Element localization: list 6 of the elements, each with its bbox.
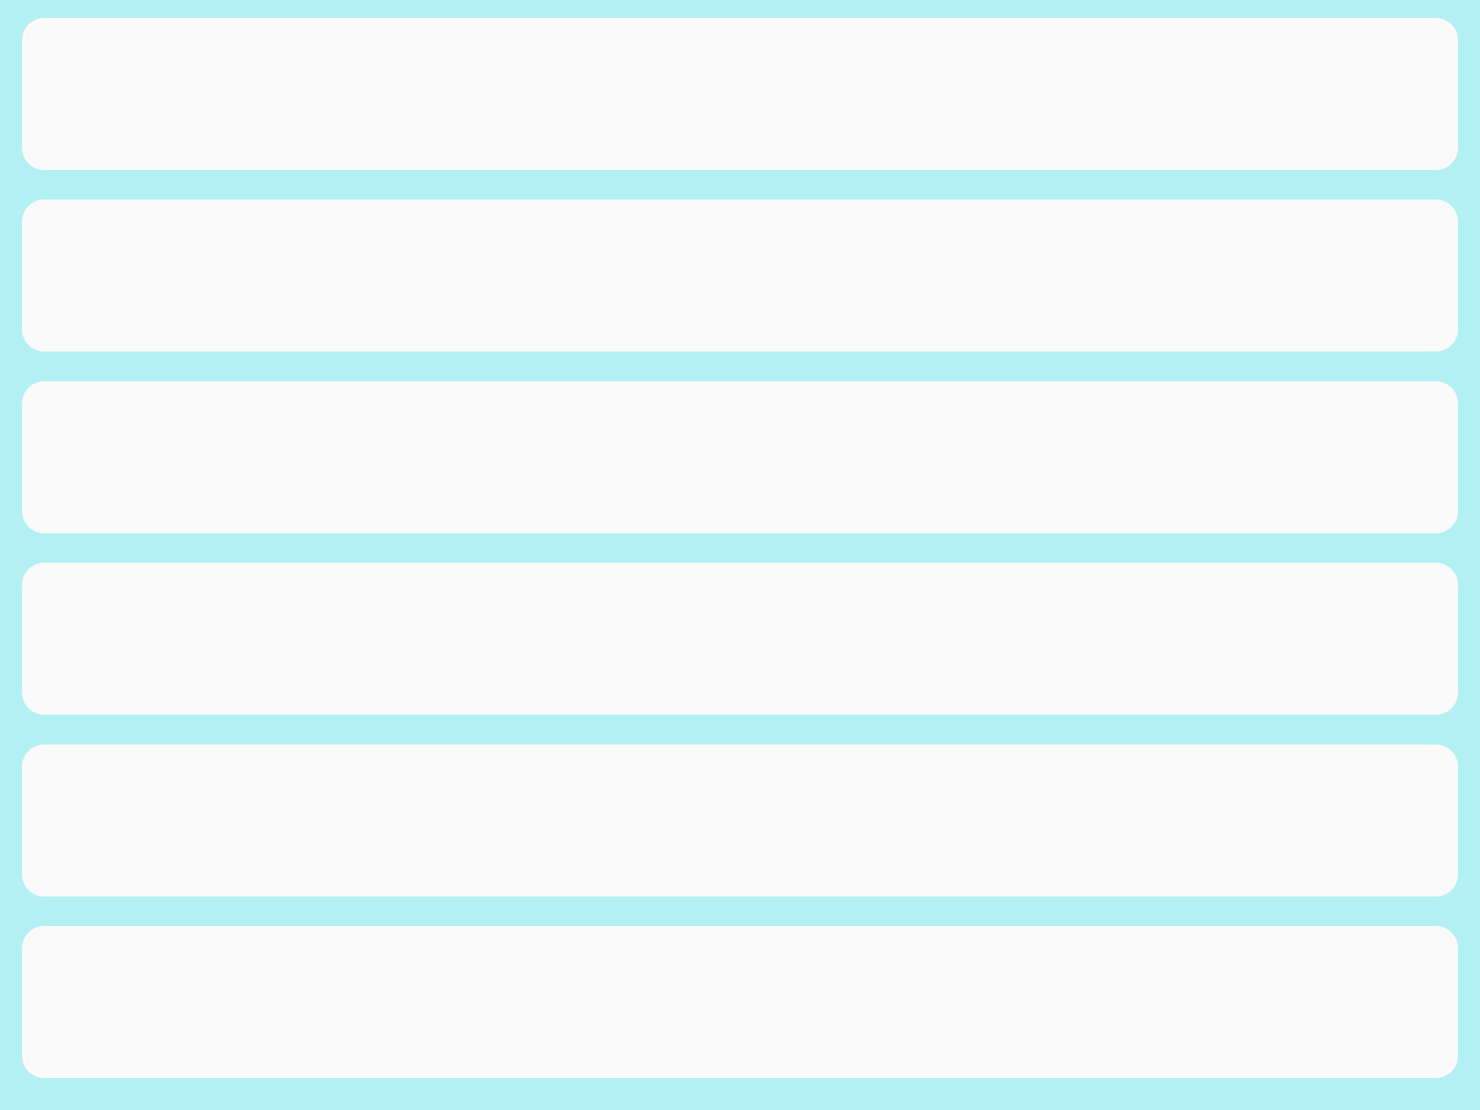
band — [22, 381, 1458, 534]
band — [22, 18, 1458, 170]
band — [22, 744, 1458, 897]
band — [22, 562, 1458, 715]
band — [22, 199, 1458, 352]
band — [22, 926, 1458, 1078]
